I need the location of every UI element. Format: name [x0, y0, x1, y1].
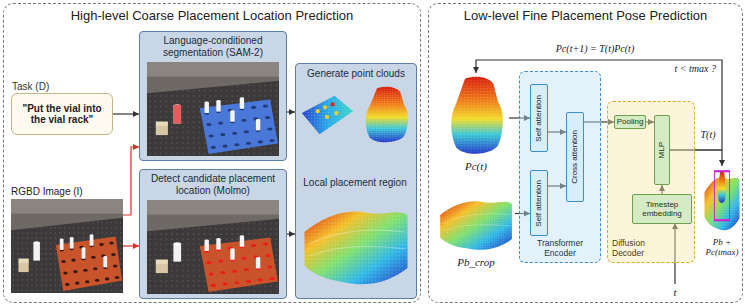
module-frame: Transformer EncoderSelf attentionSelf at…	[519, 71, 601, 263]
illustration-part	[304, 212, 407, 285]
arrow-head	[473, 67, 479, 73]
module-frame: Diffusion Decoder PoolingMLP Timestep embe…	[607, 101, 695, 263]
block-label: Pooling	[617, 117, 644, 126]
illustration-part	[59, 242, 119, 286]
illustration-part	[200, 238, 278, 292]
illustration-part	[173, 105, 181, 124]
math-label: Pb + Pc(tmax)	[702, 237, 742, 258]
illustration-part	[302, 96, 353, 135]
equation-label: Pc(t+1) = T(t)Pc(t)	[520, 43, 670, 55]
illustration-part	[323, 105, 327, 109]
panel: High-level Coarse Placement Location Pre…	[3, 3, 421, 303]
output-cloud	[703, 166, 741, 236]
box-title: Detect candidate placement location (Mol…	[140, 170, 286, 196]
connector	[123, 144, 139, 215]
illustration-part	[325, 115, 329, 119]
illustration-part	[147, 200, 279, 294]
connector	[113, 111, 139, 117]
illustration-part	[440, 201, 512, 249]
object-point-cloud	[359, 84, 413, 146]
illustration-part	[309, 230, 405, 256]
math-label: T(t)	[696, 129, 720, 141]
region-label: Local placement region	[296, 177, 414, 189]
illustration-part	[205, 235, 261, 268]
embedding-block: Timestep embedding	[632, 194, 692, 224]
attention-block: Self attention	[530, 84, 548, 152]
illustration-part	[714, 171, 729, 220]
rotated-label: Cross attention	[570, 130, 579, 184]
illustration-part	[60, 234, 107, 267]
detection-photo	[147, 200, 279, 294]
illustration-part	[302, 96, 353, 135]
connector	[287, 109, 295, 115]
segmentation-photo	[147, 62, 279, 156]
illustration-part	[304, 212, 407, 285]
pooling-block: Pooling	[614, 115, 646, 129]
point-cloud: Pb_crop	[437, 191, 515, 255]
point-cloud: Pc(t)	[443, 73, 509, 159]
illustration-part	[11, 199, 123, 293]
illustration-part	[205, 97, 261, 130]
arrow-head	[719, 160, 725, 166]
illustration-part	[366, 87, 408, 143]
local-region-cloud	[300, 196, 412, 292]
illustration-part	[718, 171, 726, 203]
rack-point-cloud	[299, 88, 355, 142]
module-label: Diffusion Decoder	[612, 239, 662, 259]
connector-line	[123, 147, 139, 215]
illustration-part	[443, 214, 510, 231]
task-box: Task (D)"Put the vial into the vial rack…	[11, 93, 113, 135]
panel-title: High-level Coarse Placement Location Pre…	[4, 4, 420, 24]
math-label: Pc(t)	[441, 160, 511, 173]
illustration-part	[200, 100, 278, 154]
illustration-part	[334, 111, 338, 115]
object-point-cloud	[443, 73, 509, 159]
connector	[287, 231, 295, 237]
illustration-part	[366, 87, 408, 143]
rotated-label: Self attention	[534, 95, 543, 142]
task-text: "Put the vial into the vial rack"	[12, 101, 112, 128]
rgbd-photo	[11, 199, 123, 293]
illustration-part	[451, 77, 503, 154]
illustration-part	[147, 62, 279, 156]
attention-block: Cross attention	[566, 112, 584, 202]
illustration-part	[718, 171, 726, 203]
illustration-part	[316, 109, 320, 113]
connector	[123, 243, 139, 249]
box-title: Language-conditioned segmentation (SAM-2…	[140, 32, 286, 58]
mlp-block: MLP	[654, 115, 670, 185]
illustration-part	[204, 243, 275, 287]
math-label: t	[668, 286, 682, 299]
rotated-label: MLP	[657, 142, 666, 158]
module-label: Transformer Encoder	[522, 239, 598, 259]
illustration-part	[204, 105, 275, 149]
box-title: Generate point clouds	[296, 64, 416, 80]
block-label: Timestep embedding	[633, 200, 691, 218]
rgbd-image: RGBD Image (I)	[11, 199, 123, 293]
rotated-label: Self attention	[534, 180, 543, 227]
illustration-part	[451, 77, 503, 154]
scene-crop-cloud	[437, 191, 515, 255]
attention-block: Self attention	[530, 170, 548, 236]
process-box: Language-conditioned segmentation (SAM-2…	[139, 31, 287, 161]
illustration-part	[56, 237, 122, 291]
task-heading: Task (D)	[12, 81, 49, 93]
illustration-part	[440, 201, 512, 249]
process-box: Detect candidate placement location (Mol…	[139, 169, 287, 299]
condition-label: t < tmax ?	[656, 63, 716, 75]
image-label: RGBD Image (I)	[11, 186, 83, 198]
point-cloud: Pb + Pc(tmax)	[703, 166, 741, 236]
math-label: Pb_crop	[435, 256, 517, 269]
panel-title: Low-level Fine Placement Pose Prediction	[429, 4, 742, 24]
illustration-part	[331, 102, 335, 106]
